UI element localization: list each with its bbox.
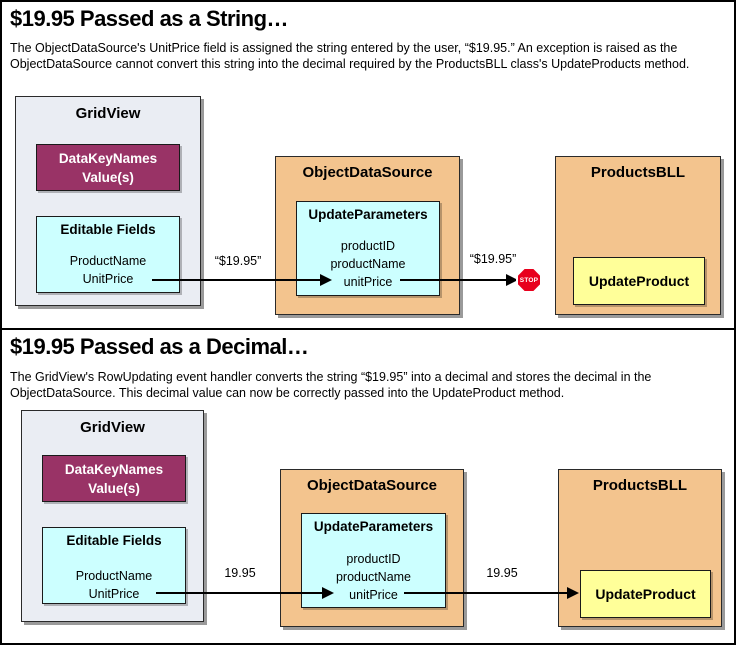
arrow1-label: “$19.95” [214, 254, 262, 268]
string-panel-title: $19.95 Passed as a String… [10, 6, 289, 31]
param-unitprice: unitPrice [343, 275, 393, 289]
editable-fields-title: Editable Fields [66, 533, 162, 548]
updateparameters-list: productID productName unitPrice [297, 237, 439, 291]
arrow-ods-to-bll [404, 592, 567, 594]
arrow-ods-to-bll [400, 279, 506, 281]
editable-fields-list: ProductName UnitPrice [43, 567, 185, 603]
objectdatasource-title: ObjectDataSource [302, 164, 433, 181]
param-productname: productName [330, 257, 406, 271]
updateparameters-list: productID productName unitPrice [302, 550, 445, 604]
decimal-panel-title: $19.95 Passed as a Decimal… [10, 334, 309, 359]
datakeynames-line1: DataKeyNames [58, 151, 158, 166]
productsbll-title: ProductsBLL [590, 164, 686, 181]
arrow1-label: 19.95 [224, 566, 256, 580]
objectdatasource-title: ObjectDataSource [306, 477, 438, 494]
updateproduct-box: UpdateProduct [580, 570, 711, 618]
gridview-title: GridView [80, 419, 145, 436]
productsbll-title: ProductsBLL [592, 477, 688, 494]
gridview-box: GridView DataKeyNames Value(s) Editable … [15, 96, 201, 306]
updateproduct-box: UpdateProduct [573, 257, 705, 305]
datakeynames-box: DataKeyNames Value(s) [42, 455, 186, 502]
param-productname: productName [335, 570, 412, 584]
arrowhead-ods-to-bll-icon [506, 274, 518, 286]
objectdatasource-box: ObjectDataSource UpdateParameters produc… [280, 469, 464, 627]
gridview-box: GridView DataKeyNames Value(s) Editable … [21, 410, 204, 622]
decimal-panel-description: The GridView's RowUpdating event handler… [10, 370, 652, 400]
field-productname: ProductName [75, 569, 153, 583]
gridview-title: GridView [75, 105, 141, 122]
field-unitprice: UnitPrice [88, 587, 140, 601]
datakeynames-line1: DataKeyNames [64, 462, 164, 477]
arrowhead-gridview-to-ods-icon [322, 587, 334, 599]
panel-divider [2, 328, 734, 330]
editable-fields-list: ProductName UnitPrice [37, 252, 179, 288]
datakeynames-box: DataKeyNames Value(s) [36, 144, 180, 191]
string-panel-description: The ObjectDataSource's UnitPrice field i… [10, 41, 690, 71]
param-unitprice: unitPrice [349, 588, 398, 602]
param-productid: productID [346, 552, 401, 566]
stop-icon-label: STOP [518, 269, 540, 291]
datakeynames-line2: Value(s) [82, 170, 134, 185]
updateparameters-title: UpdateParameters [313, 519, 434, 534]
param-productid: productID [340, 239, 396, 253]
arrow-gridview-to-ods [156, 592, 322, 594]
arrow2-label: 19.95 [486, 566, 518, 580]
arrowhead-ods-to-bll-icon [567, 587, 579, 599]
field-unitprice: UnitPrice [82, 272, 134, 286]
arrow-gridview-to-ods [152, 279, 320, 281]
editable-fields-box: Editable Fields ProductName UnitPrice [36, 216, 180, 293]
datakeynames-line2: Value(s) [88, 481, 140, 496]
editable-fields-box: Editable Fields ProductName UnitPrice [42, 527, 186, 604]
updateparameters-title: UpdateParameters [308, 207, 428, 222]
stop-icon: STOP [516, 267, 542, 293]
field-productname: ProductName [69, 254, 147, 268]
productsbll-box: ProductsBLL UpdateProduct [558, 469, 722, 627]
updateparameters-box: UpdateParameters productID productName u… [296, 201, 440, 296]
arrow2-label: “$19.95” [469, 252, 517, 266]
objectdatasource-box: ObjectDataSource UpdateParameters produc… [275, 156, 460, 315]
productsbll-box: ProductsBLL UpdateProduct [555, 156, 721, 315]
editable-fields-title: Editable Fields [60, 222, 156, 237]
arrowhead-gridview-to-ods-icon [320, 274, 332, 286]
